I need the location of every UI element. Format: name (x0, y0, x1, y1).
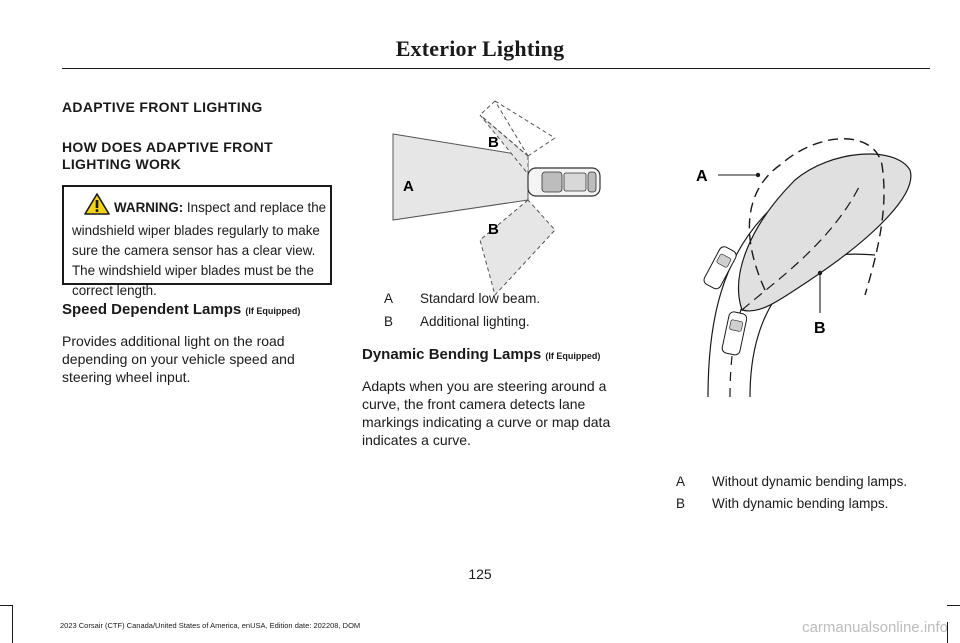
subsection-title-line2: LIGHTING WORK (62, 156, 181, 172)
crop-mark-right-horizontal (947, 605, 960, 606)
edition-info: 2023 Corsair (CTF) Canada/United States … (60, 621, 361, 630)
warning-triangle-icon (84, 193, 110, 221)
warning-text-line5: correct length. (72, 283, 157, 298)
right-legend-key-b: B (676, 496, 686, 511)
beam-b-bending-area (738, 153, 912, 312)
figure-label-a: A (403, 178, 414, 195)
warning-text-line1: Inspect and replace the (183, 200, 327, 215)
section-title: ADAPTIVE FRONT LIGHTING (62, 99, 263, 115)
bending-lamps-heading: Dynamic Bending Lamps (If Equipped) (362, 346, 600, 363)
crop-mark-right-vertical (947, 622, 948, 643)
watermark: carmanualsonline.info (802, 619, 948, 636)
legend-key-b: B (384, 314, 394, 329)
figure-label-b-right: B (814, 320, 826, 337)
crop-mark-left-vertical (12, 605, 13, 643)
right-legend-item-b: B With dynamic bending lamps. (676, 496, 888, 511)
figure-label-b-top: B (488, 134, 499, 151)
speed-lamps-line3: steering wheel input. (62, 369, 191, 385)
bending-lamps-line1: Adapts when you are steering around a (362, 378, 607, 394)
beam-a-outline (748, 138, 885, 296)
warning-label: WARNING: (114, 200, 184, 215)
subsection-title-line1: HOW DOES ADAPTIVE FRONT (62, 139, 273, 155)
right-legend-text-a: Without dynamic bending lamps. (712, 474, 908, 489)
legend-item-b: B Additional lighting. (384, 314, 530, 329)
figure-label-a-right: A (696, 168, 708, 185)
bending-lamps-line4: indicates a curve. (362, 432, 471, 448)
legend-text-b: Additional lighting. (420, 314, 530, 329)
speed-lamps-qualifier: (If Equipped) (245, 306, 301, 316)
page-number: 125 (468, 566, 492, 582)
legend-item-a: A Standard low beam. (384, 291, 540, 306)
bending-lamps-description: Adapts when you are steering around a cu… (362, 377, 610, 449)
bending-lamps-line2: curve, the front camera detects lane (362, 396, 586, 412)
right-legend-text-b: With dynamic bending lamps. (712, 496, 889, 511)
beam-a-inner-edge (741, 184, 861, 311)
page-header-title: Exterior Lighting (395, 36, 565, 61)
beam-b-top-area (479, 114, 529, 176)
right-legend-key-a: A (676, 474, 686, 489)
header-divider (62, 68, 930, 69)
speed-lamps-description: Provides additional light on the road de… (62, 332, 295, 386)
bending-lamps-title: Dynamic Bending Lamps (362, 346, 542, 363)
warning-text-line3: sure the camera sensor has a clear view. (72, 243, 316, 258)
vehicle-top-view (527, 167, 601, 197)
crop-mark-left-horizontal (0, 605, 12, 606)
legend-text-a: Standard low beam. (420, 291, 541, 306)
speed-lamps-line2: depending on your vehicle speed and (62, 351, 295, 367)
warning-box: WARNING: Inspect and replace the windshi… (62, 185, 332, 298)
car-front (703, 246, 737, 290)
figure-label-b-bottom: B (488, 221, 499, 238)
bending-lamps-line3: markings indicating a curve or map data (362, 414, 611, 430)
speed-lamps-heading: Speed Dependent Lamps (If Equipped) (62, 301, 300, 318)
car-rear (721, 311, 748, 356)
bending-lamps-illustration: A B (696, 138, 912, 398)
legend-key-a: A (384, 291, 394, 306)
right-legend-item-a: A Without dynamic bending lamps. (676, 474, 907, 489)
warning-text-line2: windshield wiper blades regularly to mak… (72, 223, 320, 238)
low-beam-illustration: B A B (392, 100, 601, 296)
speed-lamps-line1: Provides additional light on the road (62, 333, 285, 349)
speed-lamps-title: Speed Dependent Lamps (62, 301, 242, 318)
beam-b-bottom-area (479, 199, 556, 296)
warning-text-line4: The windshield wiper blades must be the (72, 263, 314, 278)
bending-lamps-qualifier: (If Equipped) (545, 351, 601, 361)
